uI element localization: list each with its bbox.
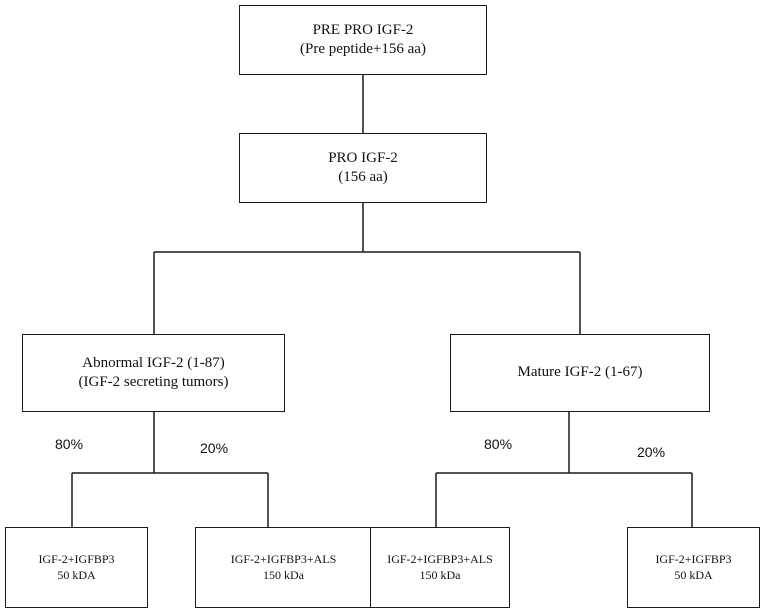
- node-title: IGF-2+IGFBP3+ALS: [387, 551, 493, 566]
- node-subtitle: (156 aa): [338, 169, 388, 185]
- node-title: IGF-2+IGFBP3: [655, 551, 732, 566]
- node-title: PRO IGF-2: [328, 149, 398, 166]
- node-title: PRE PRO IGF-2: [312, 21, 414, 38]
- node-subtitle: 150 kDa: [263, 567, 304, 582]
- node-subtitle: 150 kDa: [419, 567, 461, 582]
- node-title: IGF-2+IGFBP3+ALS: [230, 551, 337, 566]
- node-pro-igf2: PRO IGF-2 (156 aa): [239, 133, 487, 203]
- node-leaf-igf2-igfbp3-mature: IGF-2+IGFBP3 50 kDA: [627, 527, 760, 608]
- percentage-label-abnormal-right: 20%: [200, 440, 229, 456]
- node-mature-igf2: Mature IGF-2 (1-67): [450, 334, 710, 412]
- node-title: IGF-2+IGFBP3: [38, 551, 115, 566]
- percentage-label-abnormal-left: 80%: [55, 436, 84, 452]
- node-subtitle: (Pre peptide+156 aa): [300, 41, 426, 57]
- node-leaf-igf2-igfbp3-als-abnormal: IGF-2+IGFBP3+ALS 150 kDa: [195, 527, 372, 608]
- percentage-label-mature-left: 80%: [484, 436, 513, 452]
- node-subtitle: (IGF-2 secreting tumors): [78, 374, 229, 390]
- percentage-label-mature-right: 20%: [637, 444, 666, 460]
- node-pre-pro-igf2: PRE PRO IGF-2 (Pre peptide+156 aa): [239, 5, 487, 75]
- node-subtitle: 50 kDA: [57, 567, 96, 582]
- node-leaf-igf2-igfbp3-als-mature: IGF-2+IGFBP3+ALS 150 kDa: [370, 527, 510, 608]
- node-leaf-igf2-igfbp3-abnormal: IGF-2+IGFBP3 50 kDA: [5, 527, 148, 608]
- node-subtitle: 50 kDA: [674, 567, 713, 582]
- node-title: Mature IGF-2 (1-67): [517, 364, 643, 381]
- node-abnormal-igf2: Abnormal IGF-2 (1-87) (IGF-2 secreting t…: [22, 334, 285, 412]
- node-title: Abnormal IGF-2 (1-87): [82, 354, 225, 371]
